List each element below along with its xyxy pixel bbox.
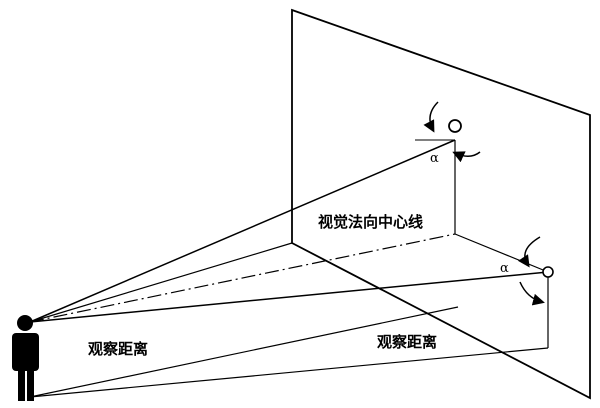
floor-line-middle xyxy=(29,306,459,398)
top-target-normal xyxy=(454,233,549,273)
angle-bottom-label: α xyxy=(500,261,509,276)
floor-line-left xyxy=(29,242,293,323)
viewing-distance-left-label: 观察距离 xyxy=(88,340,148,358)
rotation-arrow-top-icon xyxy=(423,101,439,133)
bottom-target-circle xyxy=(542,266,554,278)
rotation-arrow-bottom-icon xyxy=(518,236,541,268)
sight-line-bottom xyxy=(29,271,549,323)
sight-line-top xyxy=(29,139,456,323)
normal-centerline xyxy=(29,233,456,323)
observer-person-icon xyxy=(12,315,39,401)
normal-centerline-label: 视觉法向中心线 xyxy=(318,213,423,231)
viewing-distance-right-label: 观察距离 xyxy=(377,333,437,351)
display-plane xyxy=(291,8,591,400)
rotation-arrow-top-lower-icon xyxy=(452,151,481,163)
angle-top-label: α xyxy=(430,151,439,166)
top-target-circle xyxy=(448,119,462,133)
rotation-arrow-bottom-lower-icon xyxy=(519,281,545,306)
floor-line-right xyxy=(29,347,549,398)
